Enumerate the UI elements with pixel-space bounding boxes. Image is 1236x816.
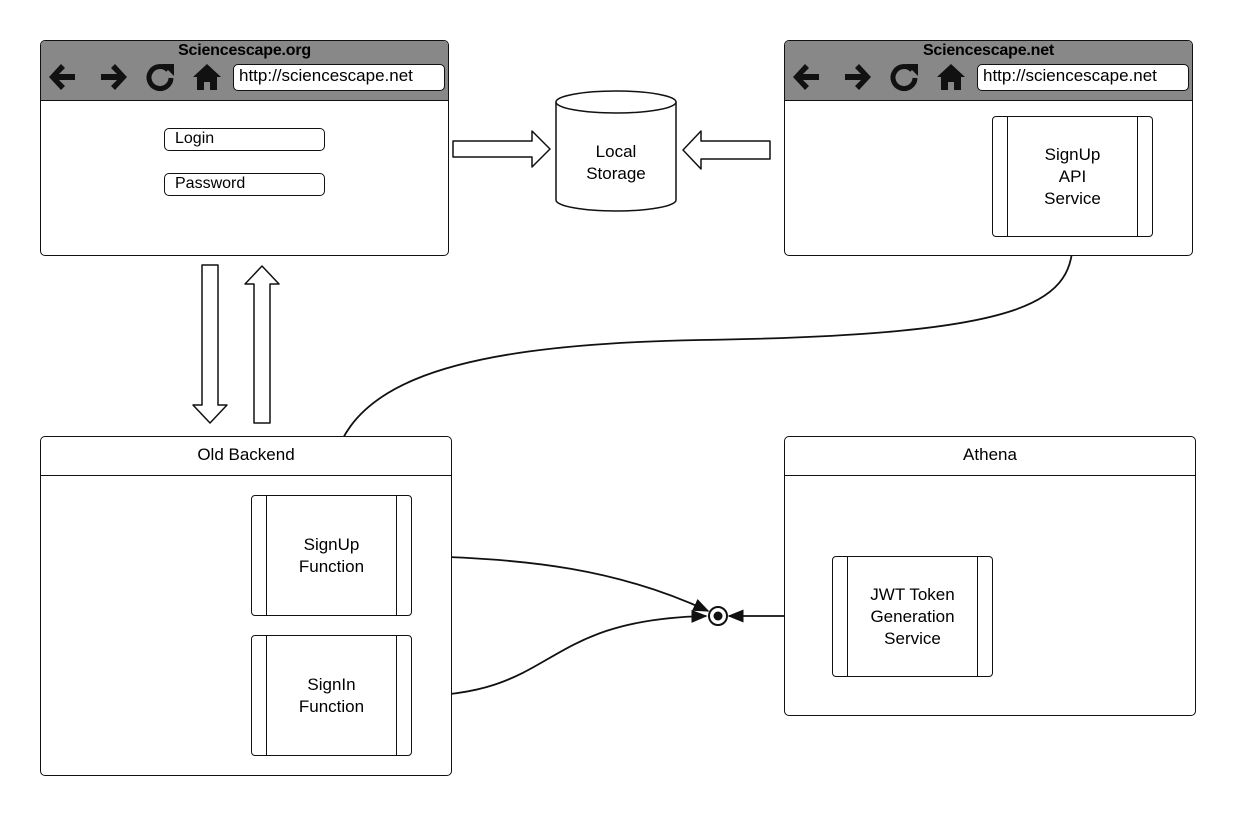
signin-function-label: SignIn Function xyxy=(298,674,365,716)
back-arrow-icon[interactable] xyxy=(47,61,79,93)
browser-window-sciencescape-org: Sciencescape.org http://sciencescape.net… xyxy=(40,40,449,256)
jwt-token-service-label: JWT Token Generation Service xyxy=(870,584,955,648)
reload-icon[interactable] xyxy=(144,61,176,93)
browser-title: Sciencescape.net xyxy=(922,42,1055,59)
browser-title: Sciencescape.org xyxy=(178,42,311,59)
signup-function-box: SignUp Function xyxy=(251,495,412,616)
browser-toolbar: Sciencescape.org http://sciencescape.net xyxy=(41,41,448,101)
home-icon[interactable] xyxy=(935,61,967,93)
login-field[interactable]: Login xyxy=(164,128,325,151)
old-backend-title: Old Backend xyxy=(41,437,451,476)
address-bar[interactable]: http://sciencescape.net xyxy=(233,64,445,91)
local-storage-cylinder xyxy=(555,90,677,212)
connector-api-to-signup xyxy=(323,235,1074,494)
storage-label-line1: Local xyxy=(596,142,637,161)
storage-label-line2: Storage xyxy=(586,164,646,183)
block-arrow-down xyxy=(192,264,228,424)
browser-window-sciencescape-net: Sciencescape.net http://sciencescape.net… xyxy=(784,40,1193,256)
forward-arrow-icon[interactable] xyxy=(841,61,873,93)
signup-api-service-box: SignUp API Service xyxy=(992,116,1153,237)
browser-toolbar: Sciencescape.net http://sciencescape.net xyxy=(785,41,1192,101)
reload-icon[interactable] xyxy=(888,61,920,93)
back-arrow-icon[interactable] xyxy=(791,61,823,93)
signin-function-box: SignIn Function xyxy=(251,635,412,756)
athena-title: Athena xyxy=(785,437,1195,476)
forward-arrow-icon[interactable] xyxy=(97,61,129,93)
block-arrow-to-storage xyxy=(452,130,551,168)
signup-function-label: SignUp Function xyxy=(298,534,365,576)
junction-point xyxy=(708,606,728,626)
home-icon[interactable] xyxy=(191,61,223,93)
connector-signin-to-junction xyxy=(411,609,708,697)
block-arrow-from-right-browser xyxy=(682,130,771,170)
connector-signup-to-junction xyxy=(411,555,710,612)
password-field[interactable]: Password xyxy=(164,173,325,196)
block-arrow-up xyxy=(244,265,280,424)
address-bar[interactable]: http://sciencescape.net xyxy=(977,64,1189,91)
signup-api-service-label: SignUp API Service xyxy=(1044,144,1101,208)
jwt-token-service-box: JWT Token Generation Service xyxy=(832,556,993,677)
